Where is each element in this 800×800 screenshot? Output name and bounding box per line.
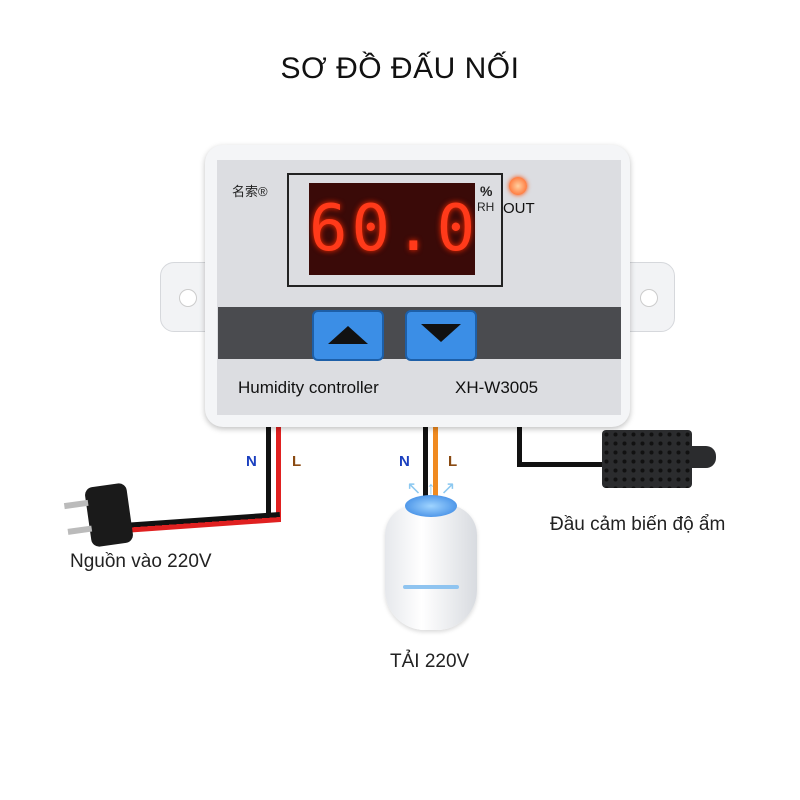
diagram-title: SƠ ĐỒ ĐẤU NỐI [280, 52, 520, 85]
unit-rh: RH [477, 200, 495, 214]
power-l-label: L [292, 453, 302, 470]
sensor-wire [517, 425, 522, 467]
up-button[interactable] [312, 310, 384, 361]
power-plug-icon [63, 482, 134, 548]
power-input-label: Nguồn vào 220V [70, 551, 212, 572]
out-label: OUT [503, 200, 535, 217]
sensor-label: Đầu cảm biến độ ẩm [550, 514, 726, 535]
triangle-up-icon [328, 326, 368, 344]
humidifier-icon [385, 495, 477, 630]
out-led-icon [509, 177, 527, 195]
brand-label: 名索® [232, 184, 268, 199]
humidity-display: 60.0 [309, 183, 475, 275]
down-button[interactable] [405, 310, 477, 361]
load-n-label: N [399, 453, 410, 470]
triangle-down-icon [421, 324, 461, 342]
sensor-tab [690, 446, 716, 468]
unit-percent: % [480, 183, 493, 199]
power-cable [130, 512, 281, 533]
load-l-label: L [448, 453, 458, 470]
load-neutral-wire [423, 425, 428, 510]
display-frame [287, 173, 503, 287]
load-live-wire [433, 425, 438, 510]
sensor-wire-horizontal [517, 462, 607, 467]
model-number: XH-W3005 [455, 378, 539, 397]
load-label: TẢI 220V [390, 651, 470, 672]
product-name: Humidity controller [238, 378, 379, 397]
power-n-label: N [246, 453, 257, 470]
humidity-sensor-icon [602, 430, 692, 488]
power-live-wire [276, 425, 281, 522]
power-neutral-wire [266, 425, 271, 517]
mist-icon: ↖ ↑ ↗ [406, 478, 456, 498]
